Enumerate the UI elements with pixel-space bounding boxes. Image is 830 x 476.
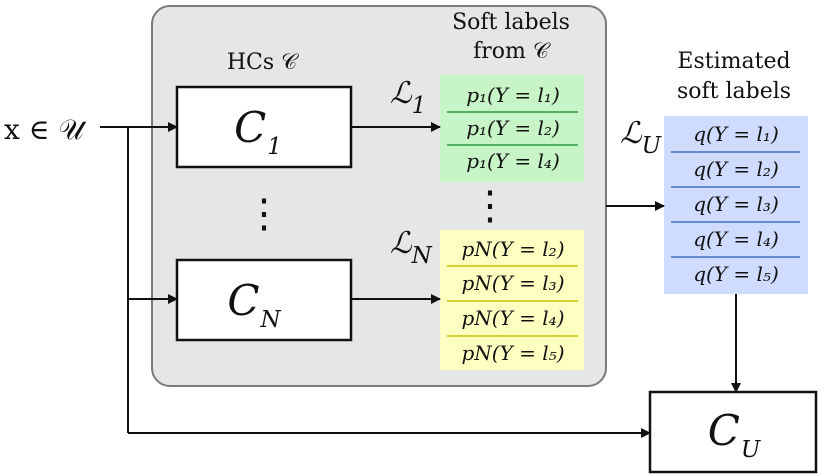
classifier-cn-label: CN [227, 276, 281, 333]
estimated-title-line1: Estimated [677, 49, 790, 74]
estimated-item-3: q(Y = l₃) [693, 192, 779, 216]
hc-title: HCs 𝒞 [227, 50, 299, 75]
lu-label: ℒU [620, 116, 663, 159]
ln-box [440, 230, 584, 370]
estimated-item-4: q(Y = l₄) [693, 227, 779, 251]
l1-item-1: p₁(Y = l₁) [466, 83, 560, 107]
ln-item-1: pN(Y = l₂) [462, 237, 565, 261]
classifier-c1-box [175, 85, 353, 169]
soft-labels-title-line1: Soft labels [452, 10, 570, 35]
ln-item-2: pN(Y = l₃) [462, 271, 565, 295]
soft-label-ellipsis: ⋮ [470, 183, 510, 229]
l1-box [440, 75, 584, 182]
classifier-cn-box [175, 258, 353, 342]
estimated-item-5: q(Y = l₅) [693, 262, 779, 286]
ln-item-4: pN(Y = l₅) [462, 341, 565, 365]
estimated-box [664, 116, 808, 294]
classifier-c1-label: C1 [234, 103, 282, 160]
l1-item-3: p₁(Y = l₄) [466, 149, 560, 173]
classifier-ellipsis: ⋮ [244, 191, 284, 237]
ln-label: ℒN [390, 226, 433, 269]
input-label: x ∈ 𝒰 [4, 113, 87, 146]
l1-item-2: p₁(Y = l₂) [466, 116, 560, 140]
soft-labels-title-line2: from 𝒞 [473, 39, 551, 64]
estimated-title-line2: soft labels [677, 79, 791, 104]
estimated-item-1: q(Y = l₁) [693, 122, 779, 146]
estimated-item-2: q(Y = l₂) [693, 157, 779, 181]
ln-item-3: pN(Y = l₄) [462, 306, 565, 330]
l1-label: ℒ1 [390, 76, 426, 119]
output-label: CU [708, 406, 762, 463]
